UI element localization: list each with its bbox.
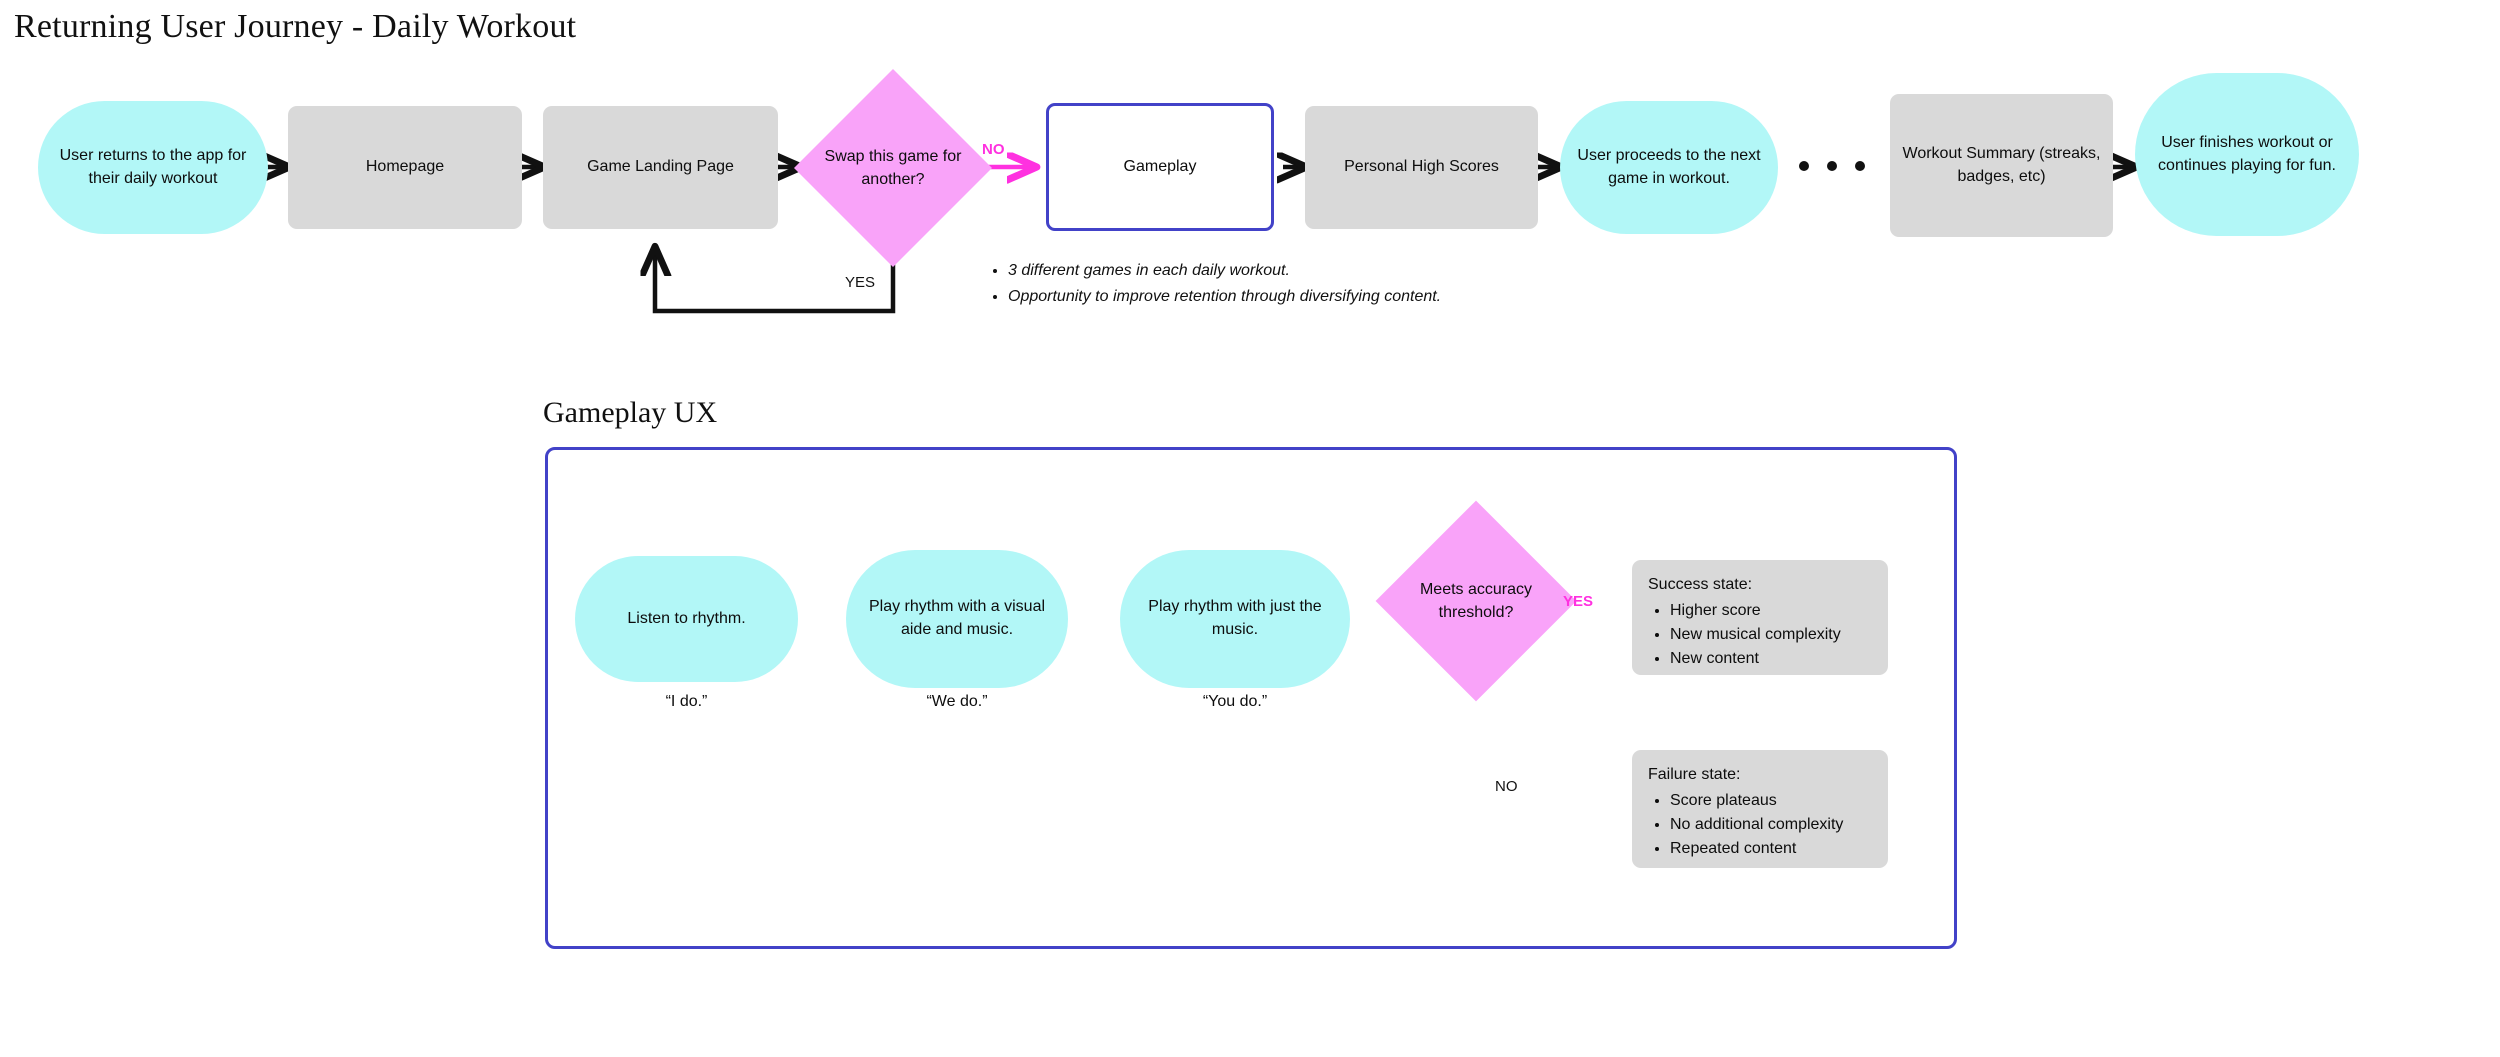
ux-decision-accuracy-threshold[interactable]: Meets accuracy threshold? — [1375, 500, 1577, 702]
note-item: Score plateaus — [1670, 789, 1872, 813]
ellipsis-dot — [1855, 161, 1865, 171]
note-title: Failure state: — [1648, 766, 1741, 783]
flow-ellipsis — [1799, 161, 1865, 171]
flow-node-user-returns[interactable]: User returns to the app for their daily … — [38, 101, 268, 234]
ux-note-failure-state[interactable]: Failure state: Score plateaus No additio… — [1632, 750, 1888, 868]
edge-label-no-top: NO — [982, 141, 1005, 158]
flow-node-gameplay[interactable]: Gameplay — [1046, 103, 1274, 231]
ux-caption-you-do: “You do.” — [1202, 693, 1268, 710]
node-label: User returns to the app for their daily … — [59, 146, 247, 187]
node-label: Personal High Scores — [1344, 158, 1499, 176]
node-label: Gameplay — [1123, 157, 1197, 175]
flow-node-user-proceeds[interactable]: User proceeds to the next game in workou… — [1560, 101, 1778, 234]
top-flow-note-item: 3 different games in each daily workout. — [1008, 258, 1441, 284]
flow-node-user-finishes[interactable]: User finishes workout or continues playi… — [2135, 73, 2359, 236]
note-item: New content — [1670, 647, 1872, 671]
node-label: User proceeds to the next game in workou… — [1577, 146, 1761, 187]
note-item: No additional complexity — [1670, 813, 1872, 837]
top-flow-notes: 3 different games in each daily workout.… — [990, 258, 1441, 310]
ux-node-listen-to-rhythm[interactable]: Listen to rhythm. — [575, 556, 798, 682]
flow-node-personal-high-scores[interactable]: Personal High Scores — [1305, 106, 1538, 229]
node-label: Homepage — [365, 158, 445, 176]
node-label: Listen to rhythm. — [627, 609, 746, 627]
node-label: User finishes workout or continues playi… — [2158, 133, 2336, 174]
decision-label: Meets accuracy threshold? — [1419, 580, 1533, 621]
node-label: Play rhythm with just the music. — [1148, 598, 1322, 638]
decision-label: Swap this game for another? — [824, 147, 962, 188]
node-label: Workout Summary (streaks, badges, etc) — [1902, 144, 2101, 185]
note-item: New musical complexity — [1670, 623, 1872, 647]
ellipsis-dot — [1827, 161, 1837, 171]
edge-label-yes-ux: YES — [1563, 593, 1594, 610]
note-item: Higher score — [1670, 599, 1872, 623]
node-label: Game Landing Page — [587, 158, 734, 176]
edge-label-yes-top: YES — [845, 274, 876, 291]
section-title-gameplay-ux: Gameplay UX — [543, 396, 718, 429]
ux-note-success-state[interactable]: Success state: Higher score New musical … — [1632, 560, 1888, 675]
top-flow-note-item: Opportunity to improve retention through… — [1008, 284, 1441, 310]
flow-node-game-landing-page[interactable]: Game Landing Page — [543, 106, 778, 229]
note-title: Success state: — [1648, 576, 1753, 593]
edge-label-no-ux: NO — [1495, 778, 1518, 795]
flow-node-workout-summary[interactable]: Workout Summary (streaks, badges, etc) — [1890, 94, 2113, 237]
ux-caption-i-do: “I do.” — [665, 693, 708, 710]
note-list: Higher score New musical complexity New … — [1648, 599, 1872, 671]
flow-decision-swap-game[interactable]: Swap this game for another? — [794, 69, 992, 267]
ux-caption-we-do: “We do.” — [926, 693, 988, 710]
ux-node-play-with-music[interactable]: Play rhythm with just the music. — [1120, 550, 1350, 688]
note-list: Score plateaus No additional complexity … — [1648, 789, 1872, 861]
page-title: Returning User Journey - Daily Workout — [14, 8, 577, 45]
note-item: Repeated content — [1670, 837, 1872, 861]
flow-node-homepage[interactable]: Homepage — [288, 106, 522, 229]
ux-node-play-with-visual-aide[interactable]: Play rhythm with a visual aide and music… — [846, 550, 1068, 688]
ellipsis-dot — [1799, 161, 1809, 171]
node-label: Play rhythm with a visual aide and music… — [868, 598, 1046, 638]
